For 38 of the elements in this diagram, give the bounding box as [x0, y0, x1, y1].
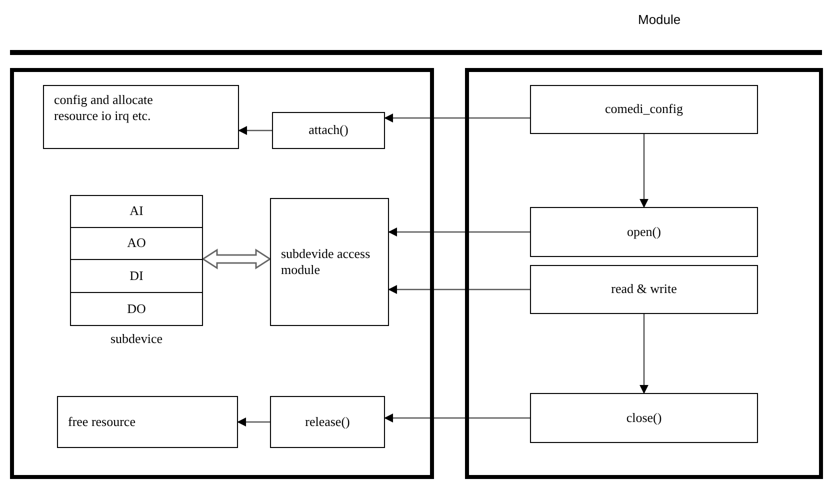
arrow	[640, 314, 648, 394]
process-box	[530, 207, 758, 257]
arrow	[388, 228, 530, 236]
node-label: close()	[626, 410, 662, 426]
arrow	[640, 134, 648, 208]
arrow	[238, 126, 272, 135]
arrow	[384, 114, 530, 122]
arrow	[202, 248, 272, 270]
process-box	[43, 85, 239, 149]
node-label: free resource	[68, 414, 136, 430]
node-label: attach()	[308, 122, 348, 139]
node-label: DO	[127, 300, 146, 318]
arrow	[384, 414, 530, 422]
process-box	[530, 85, 758, 134]
process-box	[70, 227, 203, 260]
node-label: AO	[127, 235, 146, 252]
panel-frame	[10, 68, 434, 479]
column-heading: Module	[638, 12, 681, 27]
process-box	[270, 198, 389, 326]
arrow	[388, 285, 530, 294]
group-caption: subdevice	[110, 331, 164, 348]
process-box	[270, 396, 385, 448]
arrow	[237, 418, 270, 426]
node-label: release()	[305, 414, 350, 430]
process-box	[70, 259, 203, 293]
node-label: open()	[627, 224, 661, 240]
node-label: read & write	[611, 281, 677, 298]
process-box	[57, 396, 238, 448]
process-box	[530, 393, 758, 443]
node-label: config and allocate resource io irq etc.	[54, 92, 154, 124]
process-box	[530, 265, 758, 314]
node-label: AI	[130, 203, 144, 220]
process-box	[272, 112, 385, 149]
node-label: DI	[130, 268, 144, 284]
panel-frame	[465, 68, 823, 479]
node-label: subdevide access module	[281, 246, 372, 278]
node-label: comedi_config	[605, 101, 683, 118]
process-box	[70, 195, 203, 228]
